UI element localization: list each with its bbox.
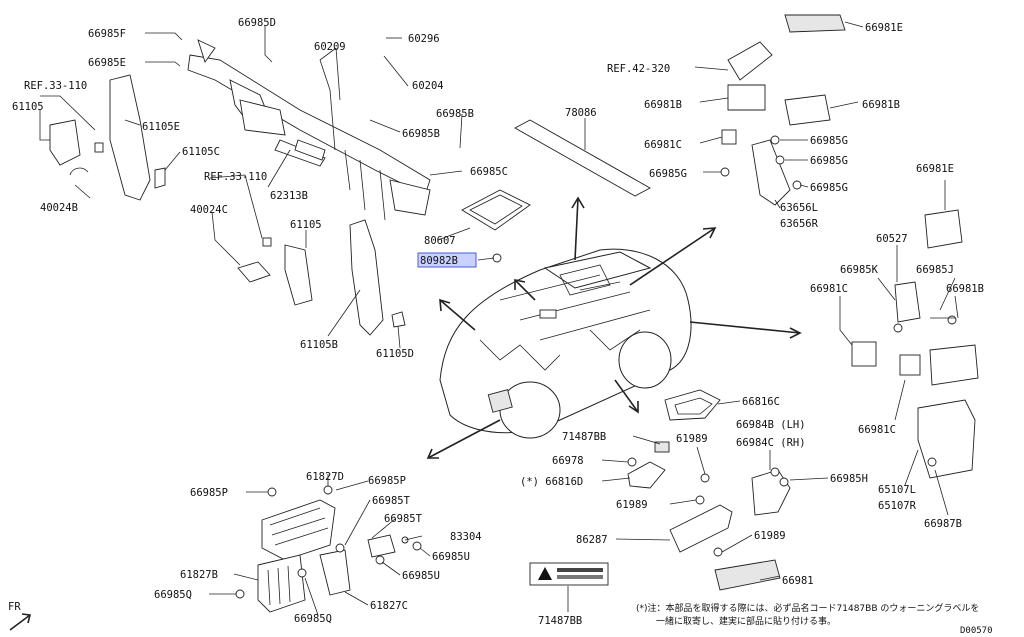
label-66985D: 66985D [238, 17, 276, 29]
leader-lines [39, 21, 959, 616]
label-83304: 83304 [450, 531, 482, 543]
label-61827B: 61827B [180, 569, 218, 581]
label-66985G-a: 66985G [810, 135, 848, 147]
direction-arrows [426, 196, 802, 459]
label-66978: 66978 [552, 455, 584, 467]
label-66984C-rh: 66984C (RH) [736, 437, 806, 449]
label-66987B: 66987B [924, 518, 962, 530]
lower-panels [237, 139, 406, 336]
label-66985P-a: 66985P [190, 487, 228, 499]
label-66816C: 66816C [742, 396, 780, 408]
bracket-61827 [235, 485, 422, 613]
vehicle-outline [439, 248, 692, 439]
front-direction-indicator [9, 613, 31, 631]
label-65107L: 65107L [878, 484, 916, 496]
label-71487BB-b: 71487BB [538, 615, 582, 627]
label-78086: 78086 [565, 107, 597, 119]
label-66981E-b: 66981E [916, 163, 954, 175]
label-66985Q-b: 66985Q [294, 613, 332, 625]
label-66981C-b: 66981C [810, 283, 848, 295]
label-60296: 60296 [408, 33, 440, 45]
label-61989-c: 61989 [754, 530, 786, 542]
label-60204: 60204 [412, 80, 444, 92]
label-71487BB-a: 71487BB [562, 431, 606, 443]
label-66985B-a: 66985B [402, 128, 440, 140]
label-63656R: 63656R [780, 218, 819, 230]
label-61105-b: 61105 [290, 219, 322, 231]
label-80607: 80607 [424, 235, 456, 247]
label-66981B-c: 66981B [946, 283, 984, 295]
label-66985H: 66985H [830, 473, 868, 485]
instrument-frame [187, 39, 431, 221]
label-40024B: 40024B [40, 202, 78, 214]
side-panels-left [49, 74, 166, 201]
label-66985F: 66985F [88, 28, 126, 40]
label-61105D: 61105D [376, 348, 414, 360]
label-66985T-a: 66985T [372, 495, 411, 507]
strip-78086 [514, 119, 651, 197]
label-61827D: 61827D [306, 471, 344, 483]
label-61989-b: 61989 [616, 499, 648, 511]
label-66985G-b: 66985G [810, 155, 848, 167]
parts-center-bottom [627, 441, 791, 591]
label-66981B-b: 66981B [862, 99, 900, 111]
label-fr: FR [8, 601, 21, 613]
label-61105-a: 61105 [12, 101, 44, 113]
label-66981C-c: 66981C [858, 424, 896, 436]
label-66816D: (*) 66816D [520, 476, 583, 488]
label-61989-a: 61989 [676, 433, 708, 445]
note-line-2: 一緒に取寄し、建実に部品に貼り付ける事。 [656, 615, 836, 627]
label-86287: 86287 [576, 534, 608, 546]
label-66985G-d: 66985G [810, 182, 848, 194]
highlight-80982B [417, 252, 477, 268]
label-61105E: 61105E [142, 121, 180, 133]
warning-label [529, 562, 609, 586]
label-66985B-b: 66985B [436, 108, 474, 120]
label-62313B: 62313B [270, 190, 308, 202]
label-40024C: 40024C [190, 204, 228, 216]
label-61105C: 61105C [182, 146, 220, 158]
label-60209: 60209 [314, 41, 346, 53]
diagram-id: D00570 [960, 626, 993, 636]
label-66985T-b: 66985T [384, 513, 423, 525]
plate-66816C [664, 389, 721, 421]
label-66985K: 66985K [840, 264, 879, 276]
label-66985E: 66985E [88, 57, 126, 69]
label-66985Q-a: 66985Q [154, 589, 192, 601]
label-66985P-b: 66985P [368, 475, 406, 487]
modules-far-right [851, 209, 979, 479]
label-ref-42-320: REF.42-320 [607, 63, 670, 75]
label-ref-33-110-a: REF.33-110 [24, 80, 87, 92]
modules-right [720, 14, 846, 206]
label-66985J: 66985J [916, 264, 954, 276]
label-63656L: 63656L [780, 202, 818, 214]
label-66981B-a: 66981B [644, 99, 682, 111]
label-66985U-a: 66985U [432, 551, 470, 563]
bracket-80607 [461, 189, 531, 263]
label-65107R: 65107R [878, 500, 917, 512]
label-60527: 60527 [876, 233, 908, 245]
label-66981: 66981 [782, 575, 814, 587]
label-ref-33-110-b: REF.33-110 [204, 171, 267, 183]
part-labels: 66985F 66985E 66985D 60209 60296 60204 6… [8, 17, 993, 636]
label-66981C-a: 66981C [644, 139, 682, 151]
label-61827C: 61827C [370, 600, 408, 612]
note-line-1: (*)注：本部品を取得する際には、必ず品名コード71487BB のウォーニングラ… [636, 602, 979, 614]
label-66984B-lh: 66984B (LH) [736, 419, 806, 431]
label-80982B[interactable]: 80982B [420, 255, 458, 267]
label-61105B: 61105B [300, 339, 338, 351]
label-66985G-c: 66985G [649, 168, 687, 180]
label-66985U-b: 66985U [402, 570, 440, 582]
label-66985C: 66985C [470, 166, 508, 178]
label-66981E-a: 66981E [865, 22, 903, 34]
